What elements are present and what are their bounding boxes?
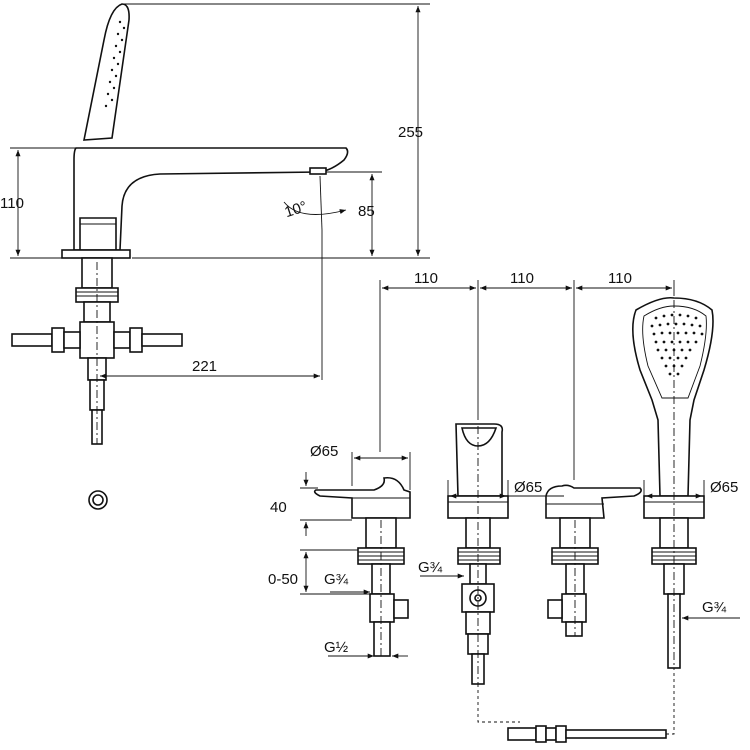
angle-label: 10°	[282, 198, 309, 221]
hand-shower-nozzles	[650, 313, 704, 376]
hand-shower	[632, 296, 714, 669]
left-thread-lower-label: G½	[324, 639, 349, 656]
side-dimension-labels: 255 110 85 10° 221	[0, 124, 423, 375]
left-valve-height-label: 40	[270, 499, 287, 516]
reach-label: 221	[192, 358, 217, 375]
left-thread-upper-label: G¾	[324, 571, 349, 588]
spacing-1-label: 110	[414, 270, 438, 287]
height-total-label: 255	[398, 124, 423, 141]
height-body-label: 110	[0, 195, 24, 212]
right-valve	[545, 484, 642, 637]
outlet-symbol	[88, 490, 108, 510]
height-spout-label: 85	[358, 203, 375, 220]
left-valve-diameter-label: Ø65	[310, 443, 338, 460]
component-dimensions	[300, 452, 740, 659]
connecting-hose	[477, 668, 675, 743]
spout-thread-label: G¾	[418, 559, 443, 576]
spout-component	[447, 423, 509, 685]
spacing-3-label: 110	[608, 270, 632, 287]
spout-diameter-label: Ø65	[514, 479, 542, 496]
left-valve	[313, 476, 411, 657]
spacing-dimensions: 110 110 110	[379, 270, 675, 480]
shower-nozzle-dots	[104, 20, 126, 108]
spacing-2-label: 110	[510, 270, 534, 287]
deck-range-label: 0-50	[268, 571, 298, 588]
shower-thread-label: G¾	[702, 599, 727, 616]
shower-diameter-label: Ø65	[710, 479, 738, 496]
side-view-tap	[11, 3, 349, 445]
side-dimensions	[10, 3, 430, 380]
component-dimension-labels: Ø65 40 0-50 G¾ G½ Ø65 G¾ Ø65 G¾	[268, 443, 738, 656]
